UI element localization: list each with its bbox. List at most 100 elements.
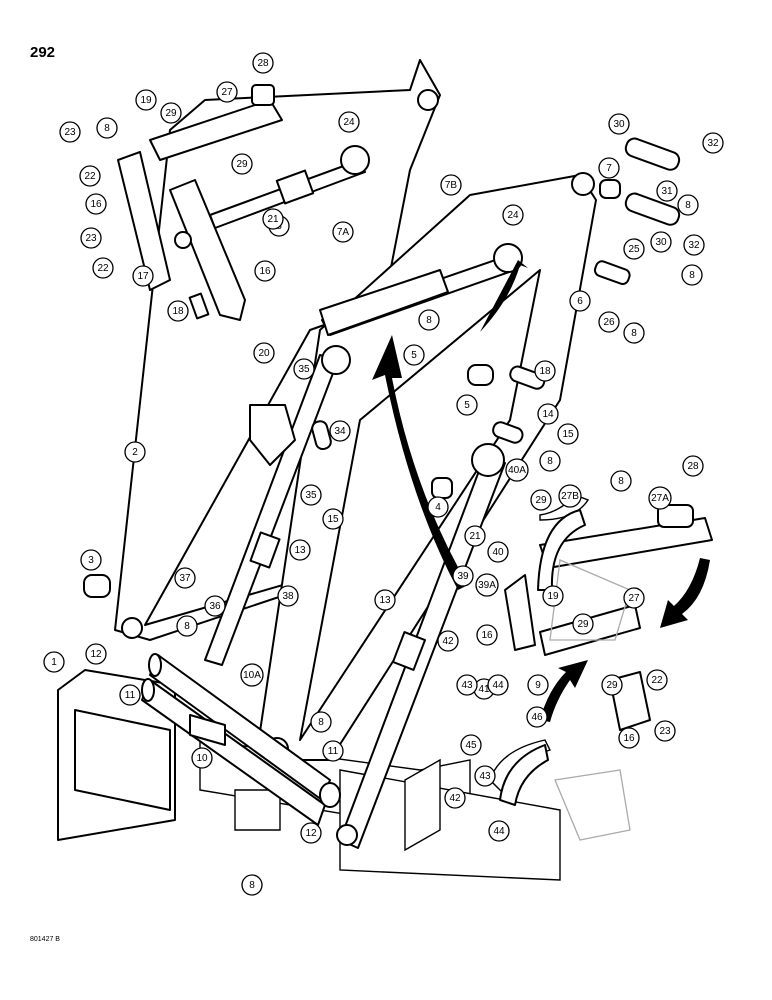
callout-label: 30	[613, 119, 625, 130]
callout-label: 1	[51, 657, 57, 668]
callout-circle	[530, 489, 552, 511]
callout-circle	[539, 450, 561, 472]
callout-label: 29	[236, 159, 248, 170]
callout-label: 38	[282, 591, 294, 602]
callout-circle	[476, 624, 498, 646]
callout-circle	[610, 470, 632, 492]
callout-label: 34	[334, 426, 346, 437]
callout-22: 22	[79, 165, 101, 187]
callout-label: 8	[689, 270, 695, 281]
callout-label: 7	[606, 163, 612, 174]
callout-39A: 39A	[475, 573, 499, 597]
callout-circle	[650, 231, 672, 253]
callout-label: 29	[577, 619, 589, 630]
callout-circle	[526, 706, 548, 728]
callout-21: 21	[262, 208, 284, 230]
callout-12: 12	[300, 822, 322, 844]
callout-37: 37	[174, 567, 196, 589]
callout-3: 3	[80, 549, 102, 571]
callout-16: 16	[85, 193, 107, 215]
callout-30: 30	[650, 231, 672, 253]
quick-attach-assembly	[489, 494, 713, 841]
callout-1: 1	[43, 651, 65, 673]
callout-label: 27	[628, 593, 640, 604]
callout-label: 40A	[508, 465, 526, 476]
callout-18: 18	[534, 360, 556, 382]
callout-31: 31	[656, 180, 678, 202]
callout-18: 18	[167, 300, 189, 322]
callout-circle	[464, 525, 486, 547]
callout-35: 35	[300, 484, 322, 506]
figure-code: 801427 B	[30, 936, 60, 943]
callout-circle	[505, 458, 529, 482]
callout-label: 40	[492, 547, 504, 558]
callout-28: 28	[252, 52, 274, 74]
callout-15: 15	[557, 423, 579, 445]
callout-label: 25	[628, 244, 640, 255]
callout-40A: 40A	[505, 458, 529, 482]
callout-circle	[527, 674, 549, 696]
callout-label: 21	[469, 531, 481, 542]
callout-27B: 27B	[558, 484, 582, 508]
callout-44: 44	[487, 674, 509, 696]
callout-13: 13	[289, 539, 311, 561]
callout-label: 24	[343, 117, 355, 128]
callout-24: 24	[338, 111, 360, 133]
callout-circle	[601, 674, 623, 696]
callout-circle	[135, 89, 157, 111]
callout-23: 23	[59, 121, 81, 143]
callout-label: 44	[492, 680, 504, 691]
callout-5: 5	[456, 394, 478, 416]
callout-circle	[167, 300, 189, 322]
callout-label: 22	[84, 171, 96, 182]
callout-circle	[231, 153, 253, 175]
callout-label: 15	[327, 514, 339, 525]
callout-12: 12	[85, 643, 107, 665]
callout-43: 43	[474, 765, 496, 787]
callout-27: 27	[216, 81, 238, 103]
callout-16: 16	[618, 727, 640, 749]
callout-circle	[85, 643, 107, 665]
callout-label: 16	[90, 199, 102, 210]
callout-10A: 10A	[240, 663, 264, 687]
callout-2: 2	[124, 441, 146, 463]
callout-17: 17	[132, 265, 154, 287]
callout-circle	[322, 508, 344, 530]
callout-28: 28	[682, 455, 704, 477]
pins-upper-right	[593, 137, 681, 285]
callout-29: 29	[231, 153, 253, 175]
callout-label: 12	[305, 828, 317, 839]
callout-label: 43	[479, 771, 491, 782]
callout-26: 26	[598, 311, 620, 333]
callout-label: 18	[172, 306, 184, 317]
callout-8: 8	[623, 322, 645, 344]
callout-7B: 7B	[440, 174, 462, 196]
callout-14: 14	[537, 403, 559, 425]
callout-label: 35	[305, 490, 317, 501]
callout-circle	[542, 585, 564, 607]
callout-24: 24	[502, 204, 524, 226]
callout-label: 16	[481, 630, 493, 641]
callout-29: 29	[572, 613, 594, 635]
callout-8: 8	[418, 309, 440, 331]
callout-label: 35	[298, 364, 310, 375]
callout-circle	[374, 589, 396, 611]
callout-label: 42	[449, 793, 461, 804]
bucket-cylinder-upper-right	[319, 243, 523, 336]
callout-circle	[598, 311, 620, 333]
callout-8: 8	[681, 264, 703, 286]
callout-40: 40	[487, 541, 509, 563]
callout-circle	[437, 630, 459, 652]
callout-label: 27B	[561, 491, 579, 502]
callout-circle	[502, 204, 524, 226]
callout-circle	[252, 52, 274, 74]
callout-circle	[262, 208, 284, 230]
callout-label: 44	[493, 826, 505, 837]
callout-7: 7	[598, 157, 620, 179]
callout-11: 11	[322, 740, 344, 762]
callout-29: 29	[530, 489, 552, 511]
callout-label: 12	[90, 649, 102, 660]
callout-label: 28	[257, 58, 269, 69]
callout-circle	[427, 496, 449, 518]
callout-label: 16	[259, 266, 271, 277]
